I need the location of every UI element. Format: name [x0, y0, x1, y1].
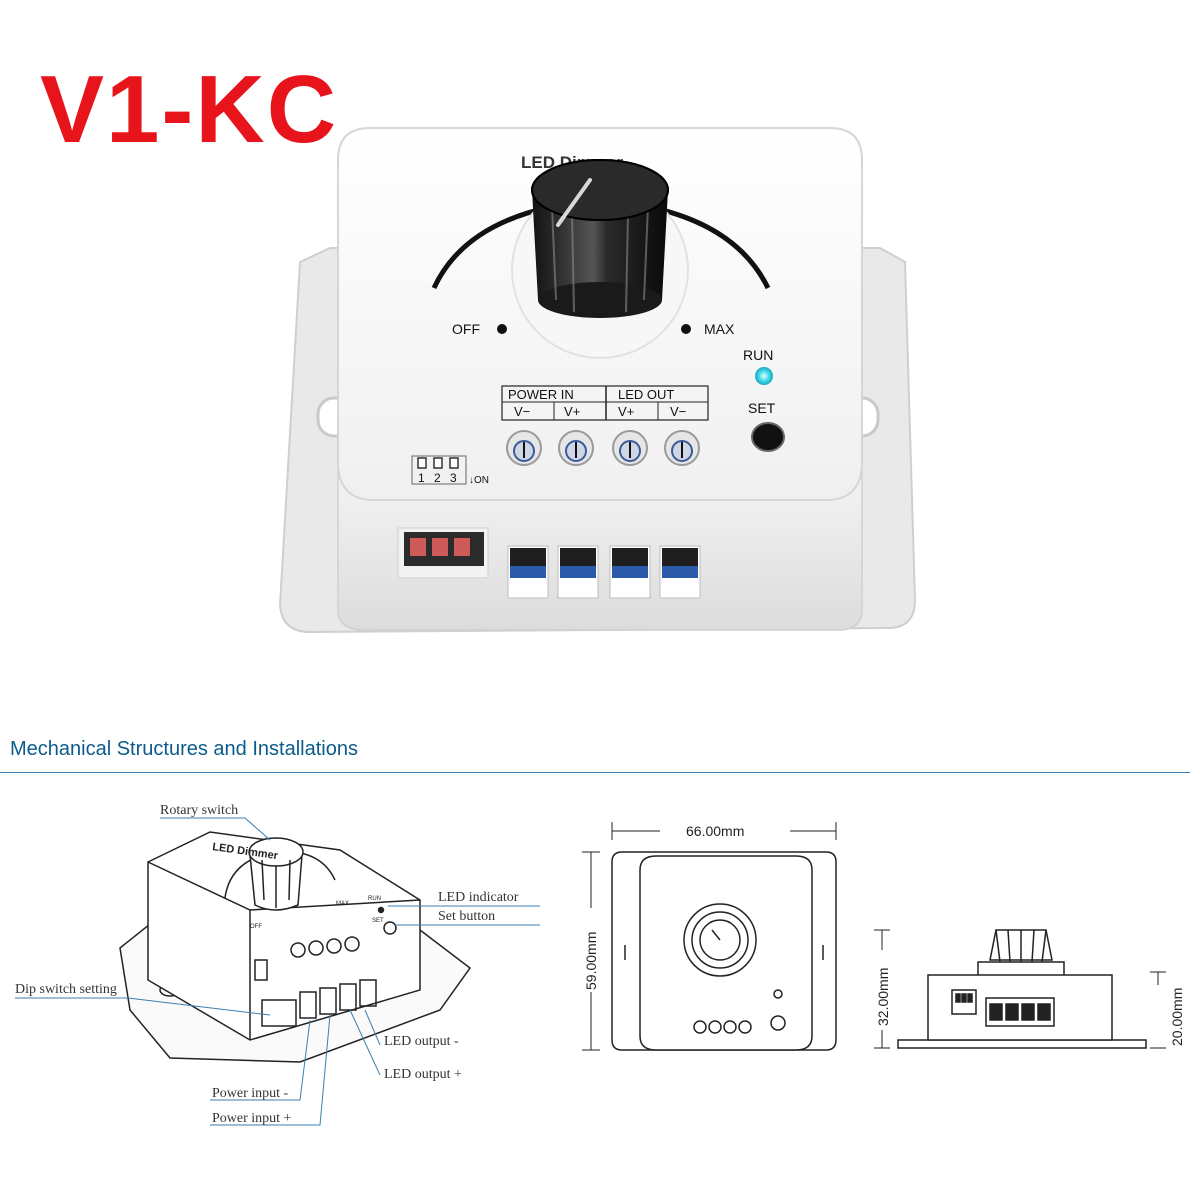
off-dot — [497, 324, 507, 334]
set-label: SET — [748, 400, 776, 416]
section-divider — [0, 772, 1190, 773]
terminal-screw — [664, 430, 700, 466]
terminal-screw — [612, 430, 648, 466]
sketch-run-label: RUN — [368, 896, 381, 902]
dimension-overall-height: 32.00mm — [875, 968, 891, 1026]
power-in-label: POWER IN — [508, 387, 574, 402]
terminal-opening — [609, 545, 651, 599]
svg-text:3: 3 — [450, 471, 457, 485]
callout-set-button: Set button — [438, 909, 495, 924]
knob-pointer — [558, 178, 592, 224]
dip-switch[interactable] — [397, 527, 489, 579]
max-label: MAX — [704, 321, 735, 337]
callout-rotary-switch: Rotary switch — [160, 803, 238, 818]
svg-text:1: 1 — [418, 471, 425, 485]
run-label: RUN — [743, 347, 773, 363]
terminal-label-2: V+ — [564, 404, 580, 419]
sketch-off-label: OFF — [250, 924, 262, 930]
callout-led-output-minus: LED output - — [384, 1034, 459, 1049]
callout-led-output-plus: LED output + — [384, 1067, 462, 1082]
sketch-set-label: SET — [372, 918, 384, 924]
terminal-screws — [506, 430, 700, 466]
callout-power-input-minus: Power input - — [212, 1086, 289, 1101]
terminal-block — [507, 545, 701, 599]
svg-text:2: 2 — [434, 471, 441, 485]
off-label: OFF — [452, 321, 480, 337]
terminal-label-1: V− — [514, 404, 530, 419]
dip-switch-label: 1 2 3 ↓ON — [411, 455, 489, 486]
dimension-height: 59.00mm — [583, 932, 599, 990]
terminal-opening — [557, 545, 599, 599]
front-dimension-lines — [582, 822, 837, 1051]
terminal-opening — [507, 545, 549, 599]
knob-top — [531, 159, 669, 221]
terminal-screw — [558, 430, 594, 466]
run-led-indicator — [755, 367, 773, 385]
callout-dip-switch: Dip switch setting — [15, 982, 117, 997]
front-view-drawing — [611, 851, 837, 1051]
terminal-label-table: POWER IN LED OUT V− V+ V+ V− — [501, 385, 709, 421]
side-dimension-lines — [874, 929, 1166, 1049]
product-model-title: V1-KC — [40, 56, 339, 163]
callout-leaders — [15, 817, 540, 1126]
callout-led-indicator: LED indicator — [438, 890, 519, 905]
isometric-sketch — [119, 831, 472, 1063]
callout-power-input-plus: Power input + — [212, 1111, 292, 1126]
dimension-width: 66.00mm — [686, 823, 744, 839]
side-view-drawing — [897, 929, 1147, 1049]
dip-on-label: ↓ON — [469, 475, 489, 486]
section-title: Mechanical Structures and Installations — [10, 738, 358, 760]
terminal-label-3: V+ — [618, 404, 634, 419]
max-dot — [681, 324, 691, 334]
terminal-opening — [659, 545, 701, 599]
set-button[interactable] — [751, 422, 785, 452]
led-out-label: LED OUT — [618, 387, 674, 402]
terminal-label-4: V− — [670, 404, 686, 419]
dimension-body-height: 20.00mm — [1169, 988, 1185, 1046]
sketch-max-label: MAX — [336, 901, 349, 907]
terminal-screw — [506, 430, 542, 466]
